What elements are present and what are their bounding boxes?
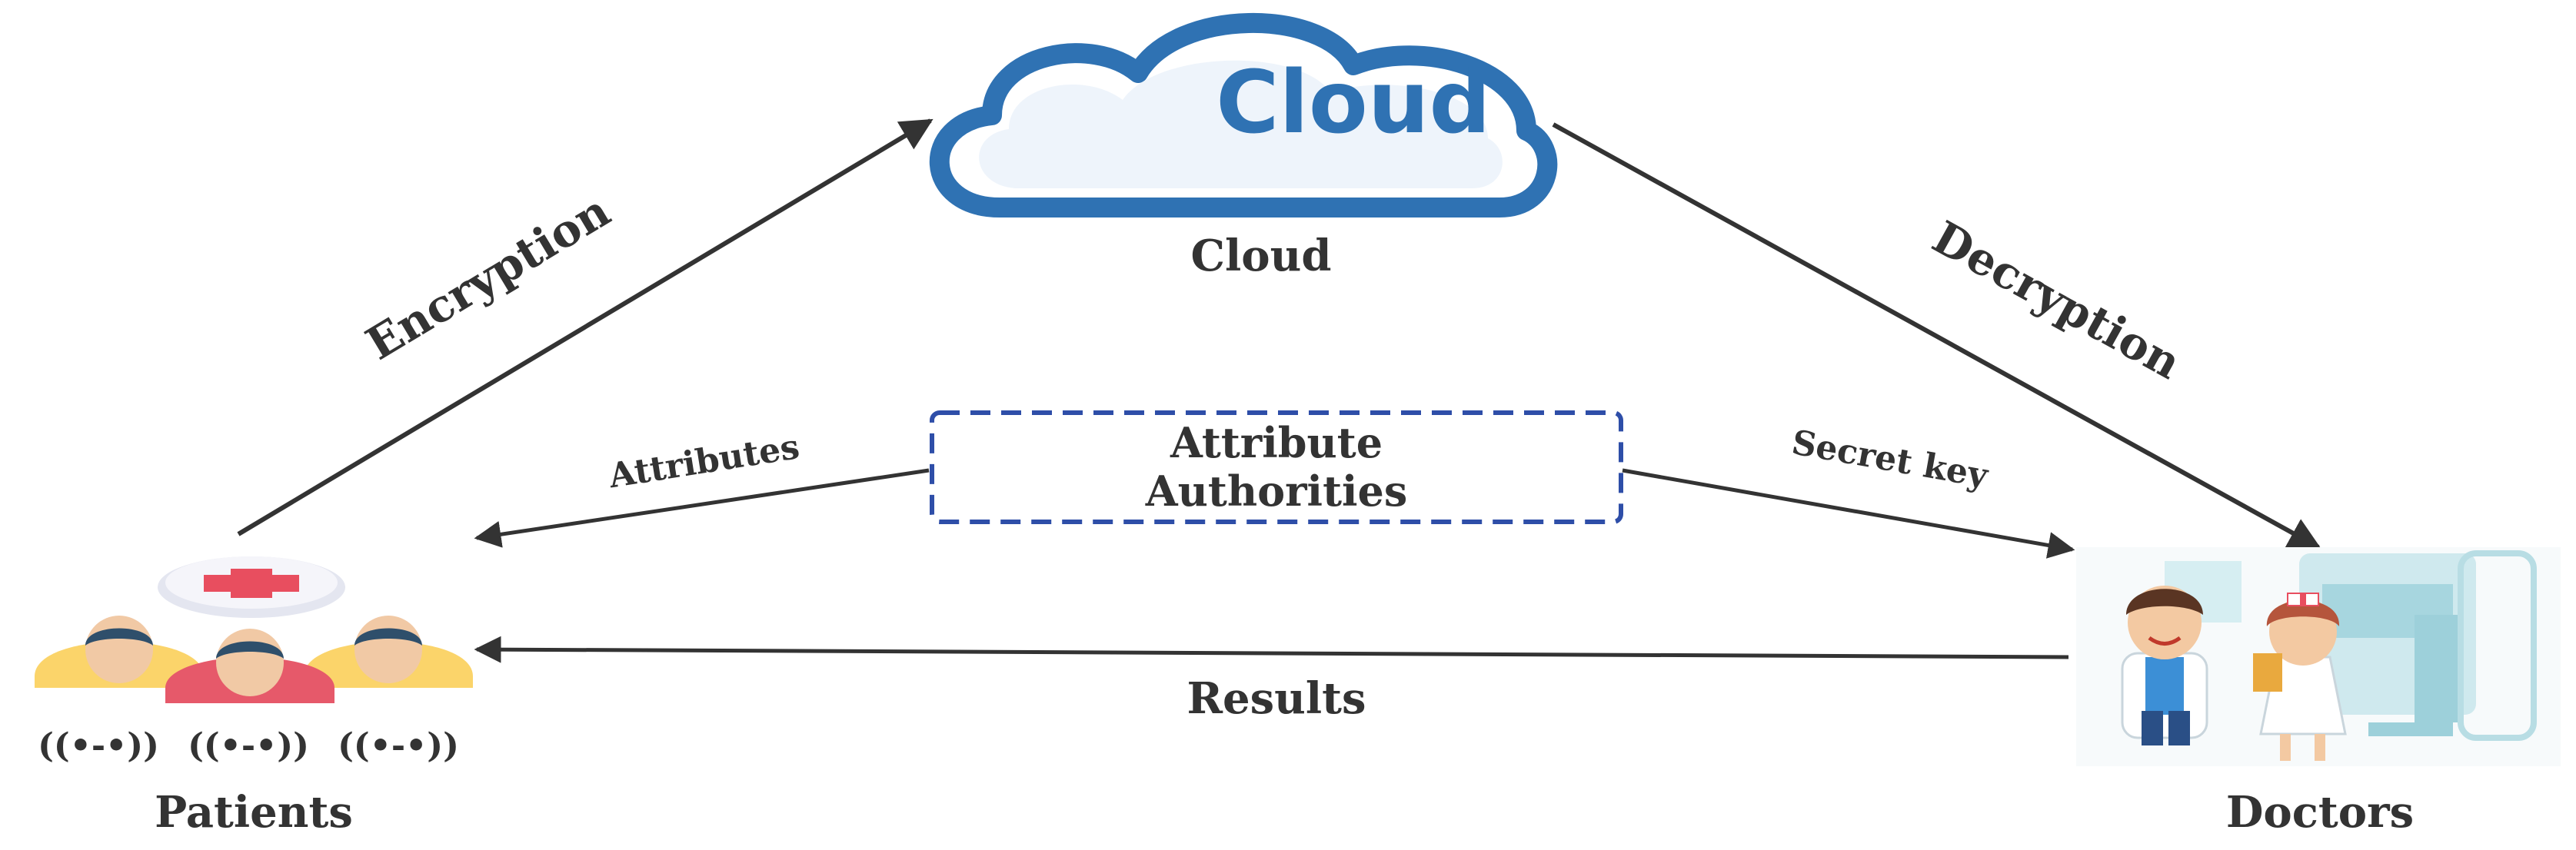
decryption-arrow (1552, 122, 2321, 550)
results-arrow (474, 636, 2069, 663)
authority-label-line2: Authorities (1145, 467, 1408, 516)
attribute-authorities-box (930, 410, 1623, 524)
medical-cross-icon (158, 556, 345, 618)
doctors-label: Doctors (2226, 787, 2414, 838)
patients-label: Patients (155, 787, 353, 838)
encryption-label: Encryption (358, 184, 619, 370)
patient-group-icon (35, 616, 473, 703)
results-label: Results (1186, 673, 1366, 724)
decryption-label: Decryption (1924, 211, 2189, 390)
signal-glyph-2: ((•-•)) (188, 726, 309, 765)
authority-label-line1: Attribute (1170, 418, 1383, 467)
cloud-icon: Cloud (929, 13, 1558, 217)
cloud-label: Cloud (1190, 231, 1331, 281)
doctors-icon (2076, 547, 2561, 766)
secret-key-label: Secret key (1789, 423, 1992, 496)
secret-key-arrow (1622, 468, 2075, 559)
encryption-arrow (237, 118, 934, 536)
signal-glyph-1: ((•-•)) (38, 726, 159, 765)
signal-glyph-3: ((•-•)) (338, 726, 459, 765)
signal-icon: ((•-•)) ((•-•)) ((•-•)) (38, 726, 459, 765)
cloud-logo-text: Cloud (1216, 53, 1490, 153)
attributes-arrow (474, 468, 930, 548)
attributes-label: Attributes (605, 427, 802, 496)
